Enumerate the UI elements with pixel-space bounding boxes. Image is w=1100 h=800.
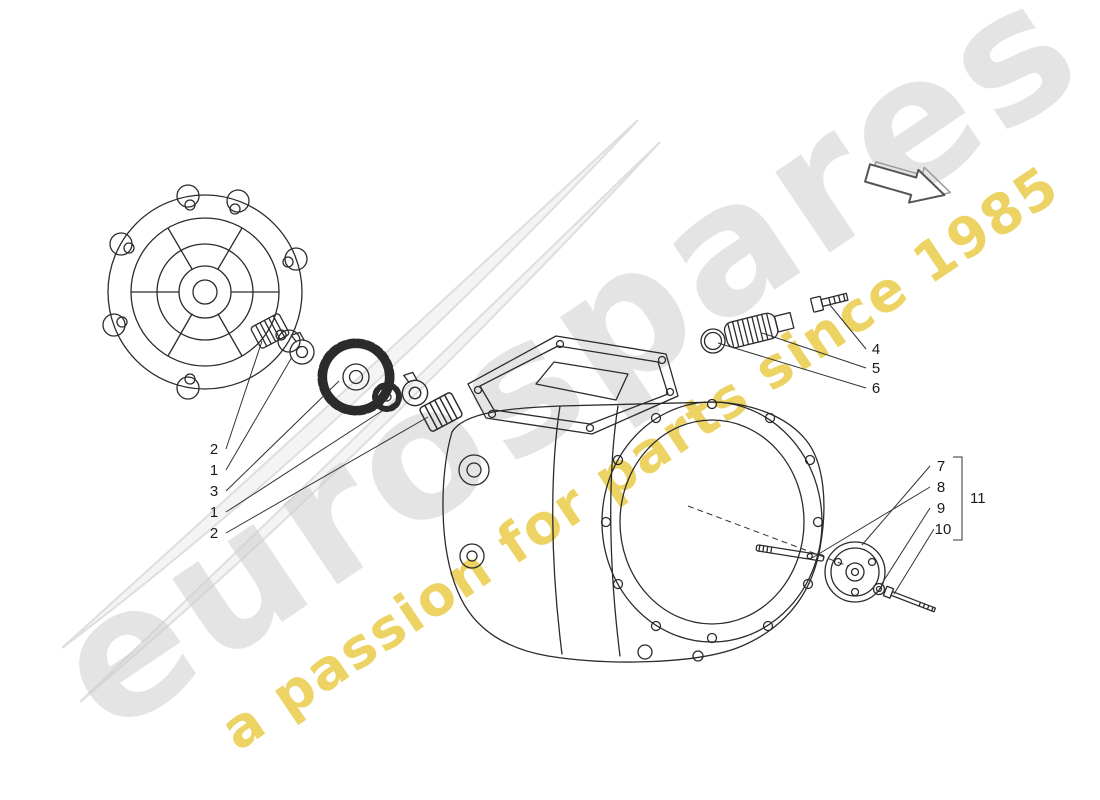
o-ring [700, 328, 726, 354]
gearbox-case-drawing [442, 335, 849, 663]
part-callout-6: 6 [872, 380, 880, 397]
part-callout-2: 2 [210, 441, 218, 458]
part-callout-5: 5 [872, 360, 880, 377]
background-swooshes [61, 119, 661, 703]
gear-train-drawing [249, 312, 464, 434]
part-callout-10: 10 [935, 521, 952, 538]
leader-lines [225, 304, 963, 595]
direction-arrow-icon [864, 161, 952, 204]
part-callout-4: 4 [872, 341, 880, 358]
pump-bolt [882, 585, 937, 613]
strainer-body [723, 311, 795, 349]
oil-strainer-drawing [700, 292, 849, 354]
oil-pump-assembly-drawing [755, 541, 937, 613]
part-callout-2b: 2 [210, 525, 218, 542]
pump-body [824, 541, 886, 603]
part-callout-1b: 1 [210, 504, 218, 521]
part-callout-1: 1 [210, 462, 218, 479]
pump-shaft [755, 544, 825, 562]
part-callout-9: 9 [937, 500, 945, 517]
part-callout-8: 8 [937, 479, 945, 496]
part-callout-11-group: 11 [970, 490, 986, 507]
part-callout-3: 3 [210, 483, 218, 500]
part-callout-7: 7 [937, 458, 945, 475]
drive-gear [317, 338, 402, 416]
strainer-bolt [810, 292, 849, 313]
clutch-housing-drawing [102, 184, 308, 400]
part-callouts: 2 1 3 1 2 4 5 6 7 8 9 10 11 [210, 341, 986, 542]
pump-washer [872, 582, 886, 596]
